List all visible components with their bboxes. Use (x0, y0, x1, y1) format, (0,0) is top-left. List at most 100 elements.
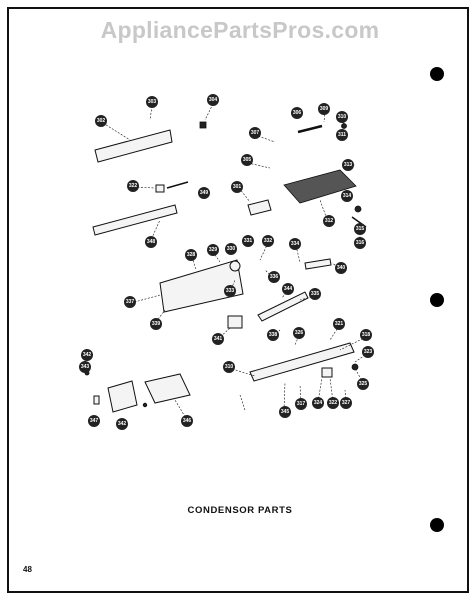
callout-339: 339 (150, 318, 162, 330)
callout-number: 346 (183, 418, 192, 424)
drip-tray-345 (144, 373, 191, 404)
page-border: AppliancePartsPros.com CONDENSOR PARTS 4… (7, 7, 469, 593)
callout-bubble (81, 349, 93, 361)
callout-bubble (249, 127, 261, 139)
part-314 (354, 205, 362, 213)
callout-345: 345 (279, 406, 291, 418)
callout-number: 342 (83, 352, 92, 358)
callout-bubble (354, 223, 366, 235)
callout-329: 329 (207, 244, 219, 256)
callout-306: 306 (291, 107, 303, 119)
callout-303: 303 (146, 96, 158, 108)
callout-number: 310 (225, 364, 234, 370)
callout-bubble (267, 329, 279, 341)
callout-number: 342 (118, 421, 127, 427)
callout-number: 349 (200, 190, 209, 196)
callout-bubble (88, 415, 100, 427)
callout-number: 335 (311, 291, 320, 297)
callout-bubble (279, 406, 291, 418)
cap-346 (93, 395, 100, 405)
callout-322: 322 (127, 180, 139, 192)
callout-bubble (224, 285, 236, 297)
callout-335: 335 (309, 288, 321, 300)
callout-number: 332 (264, 238, 273, 244)
callout-number: 315 (356, 226, 365, 232)
parts-art (84, 121, 367, 413)
callout-bubble (95, 115, 107, 127)
callout-311: 311 (336, 129, 348, 141)
callout-338: 338 (267, 329, 279, 341)
callout-349: 349 (198, 187, 210, 199)
callout-bubble (323, 215, 335, 227)
clip-304 (199, 121, 207, 129)
callout-bubble (231, 181, 243, 193)
callout-305: 305 (241, 154, 253, 166)
watermark-text: AppliancePartsPros.com (100, 17, 380, 43)
callout-number: 347 (90, 418, 99, 424)
callout-bubble (145, 236, 157, 248)
callout-number: 317 (297, 401, 306, 407)
callout-bubble (268, 271, 280, 283)
callout-bubble (116, 418, 128, 430)
callout-number: 341 (214, 336, 223, 342)
callout-324: 324 (312, 397, 324, 409)
callout-330: 330 (225, 243, 237, 255)
callout-313: 313 (342, 159, 354, 171)
callout-321: 321 (333, 318, 345, 330)
callout-323: 323 (362, 346, 374, 358)
callout-number: 322 (329, 400, 338, 406)
callout-bubble (127, 180, 139, 192)
callout-bubble (146, 96, 158, 108)
callout-bubble (241, 154, 253, 166)
callout-bubble (342, 159, 354, 171)
base-rail (249, 342, 355, 382)
spacer-322 (155, 184, 165, 193)
callout-number: 328 (187, 252, 196, 258)
callout-325: 325 (357, 378, 369, 390)
callout-number: 326 (295, 330, 304, 336)
callout-331: 331 (242, 235, 254, 247)
callout-number: 322 (129, 183, 138, 189)
callout-number: 337 (126, 299, 135, 305)
callout-number: 339 (152, 321, 161, 327)
callout-number: 306 (293, 110, 302, 116)
tube-306 (297, 124, 323, 134)
callout-312: 312 (323, 215, 335, 227)
callout-340: 340 (335, 262, 347, 274)
rod-349 (166, 181, 189, 189)
condenser-coil (283, 169, 357, 204)
callout-bubble (185, 249, 197, 261)
callout-number: 330 (227, 246, 236, 252)
callout-bubble (181, 415, 193, 427)
callout-346: 346 (181, 415, 193, 427)
callout-bubble (282, 283, 294, 295)
diagram-caption: CONDENSOR PARTS (187, 505, 293, 516)
callout-number: 312 (325, 218, 334, 224)
callout-bubble (340, 397, 352, 409)
callout-342: 342 (116, 418, 128, 430)
callout-318: 318 (360, 329, 372, 341)
callout-number: 302 (97, 118, 106, 124)
callout-number: 307 (251, 130, 260, 136)
callout-bubble (207, 94, 219, 106)
callout-bubble (223, 361, 235, 373)
callout-bubble (242, 235, 254, 247)
callout-bubble (291, 107, 303, 119)
callout-bubble (309, 288, 321, 300)
callout-347: 347 (88, 415, 100, 427)
block-317 (321, 367, 333, 378)
callout-number: 311 (338, 132, 346, 138)
top-bracket (94, 129, 173, 163)
callout-301: 301 (231, 181, 243, 193)
callout-302: 302 (95, 115, 107, 127)
callout-bubble (198, 187, 210, 199)
callout-number: 336 (270, 274, 279, 280)
callout-number: 333 (226, 288, 235, 294)
callout-304: 304 (207, 94, 219, 106)
callout-343: 343 (79, 361, 91, 373)
callout-334: 334 (289, 238, 301, 250)
screw-342 (142, 402, 148, 408)
